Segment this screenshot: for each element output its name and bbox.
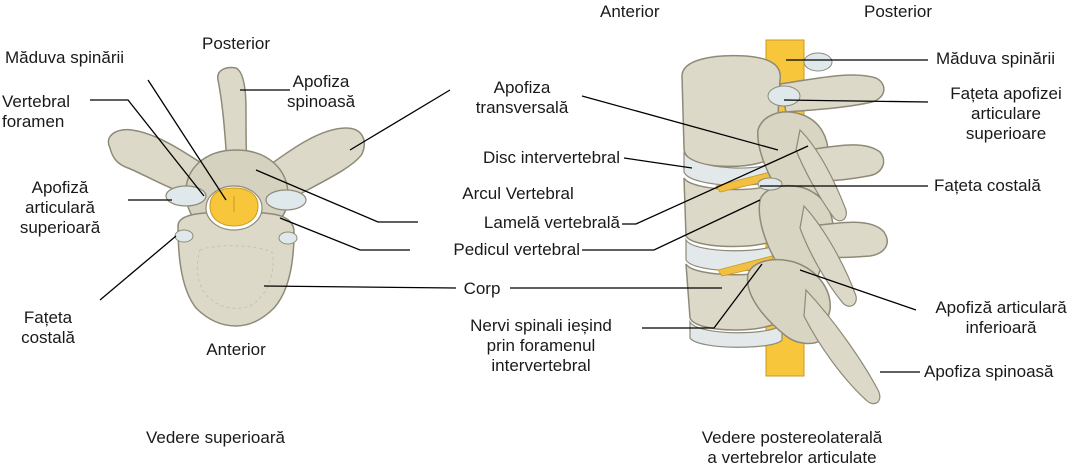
spinous-process-2 [799, 204, 857, 307]
superior-articular-facet-2 [767, 85, 801, 107]
right-costal-facet [278, 231, 298, 245]
right-spinal-cord-label: Măduva spinării [936, 49, 1056, 68]
pedicle-label: Pedicul vertebral [453, 240, 580, 259]
vertebral-arch-label: Arcul Vertebral [462, 184, 574, 203]
left-spinal-cord-label: Măduva spinării [5, 48, 125, 67]
articulated-vertebrae [681, 39, 888, 405]
lamina-label: Lamelă vertebrală [483, 213, 620, 232]
spinous-process-3 [803, 288, 881, 405]
left-spinous-process-label: Apofiza spinoasă [286, 72, 356, 111]
right-superior-articular-facet [265, 189, 307, 211]
left-costal-facet [174, 229, 194, 243]
transverse-process-1 [779, 74, 885, 113]
right-spinous-process-label: Apofiza spinoasă [924, 362, 1054, 381]
spinal-nerves-label: Nervi spinali ieșind prin foramenul inte… [470, 316, 612, 375]
left-superior-articular-label: Apofiză articulară superioară [19, 178, 101, 237]
spinous-process-1 [795, 128, 847, 222]
leader-lines [90, 59, 929, 373]
left-costal-facet-label: Fațeta costală [21, 308, 75, 347]
costal-facet-right [757, 177, 783, 191]
superior-view-vertebra [107, 66, 366, 327]
transverse-process-label: Apofiza transversală [475, 78, 569, 117]
intervertebral-disc-3 [689, 319, 783, 348]
left-superior-articular-facet [165, 185, 207, 207]
left-anterior-label: Anterior [206, 340, 266, 359]
right-anterior-label: Anterior [600, 2, 660, 21]
body-label: Corp [463, 279, 501, 298]
left-view-caption: Vedere superioară [146, 428, 285, 447]
intervertebral-disc-label: Disc intervertebral [483, 148, 620, 167]
right-inferior-articular-label: Apofiză articulară inferioară [935, 298, 1067, 337]
right-costal-facet-label: Fațeta costală [934, 176, 1041, 195]
right-view-caption: Vedere postereolaterală a vertebrelor ar… [701, 428, 883, 467]
left-posterior-label: Posterior [201, 34, 271, 53]
left-vertebral-foramen-label: Vertebral foramen [2, 92, 71, 131]
superior-articular-facet-top [803, 52, 833, 72]
right-superior-articular-facet-label: Fațeta apofizei articulare superioare [950, 84, 1062, 143]
right-posterior-label: Posterior [864, 2, 933, 21]
